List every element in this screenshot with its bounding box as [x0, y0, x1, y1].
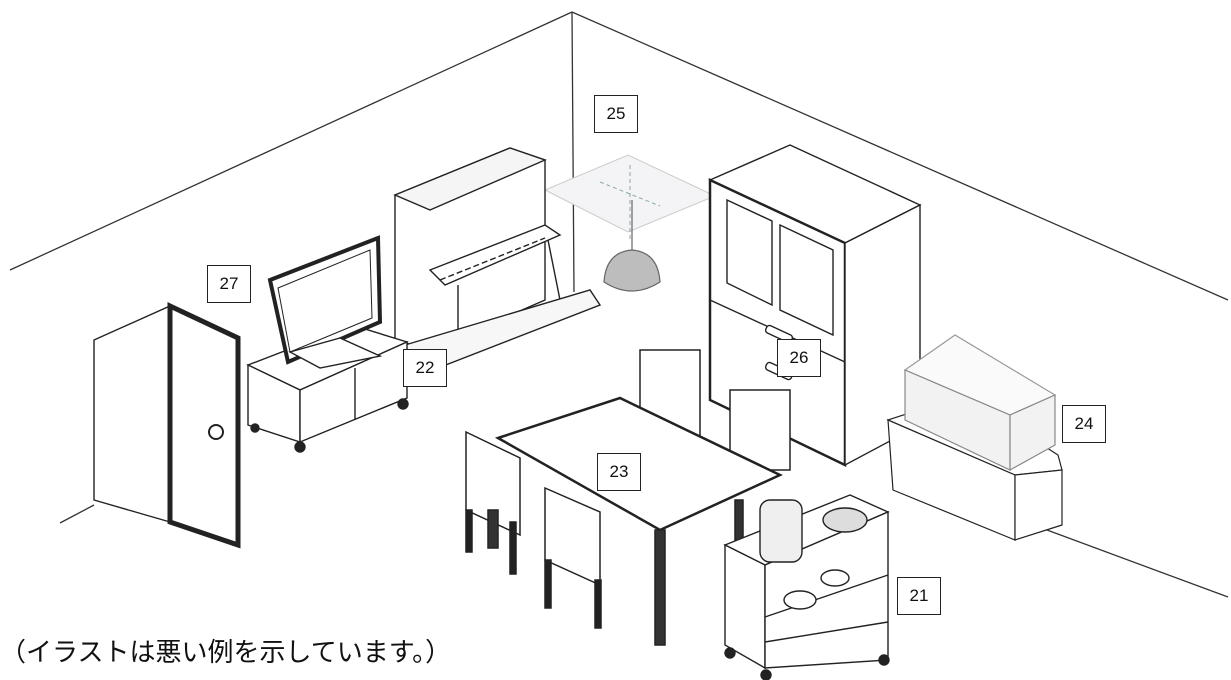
- label-23: 23: [597, 453, 641, 491]
- label-27: 27: [207, 265, 251, 303]
- door: [93, 302, 241, 549]
- label-22: 22: [403, 349, 447, 387]
- caption: （イラストは悪い例を示しています。）: [0, 638, 452, 668]
- aquarium: [886, 334, 1063, 541]
- label-25: 25: [594, 95, 638, 133]
- room-walls: [9, 11, 1229, 598]
- label-21: 21: [897, 577, 941, 615]
- label-24: 24: [1062, 405, 1106, 443]
- ceiling-light: [543, 154, 717, 292]
- kitchen-cart: [723, 494, 890, 680]
- cabinet: [708, 144, 922, 467]
- label-26: 26: [777, 339, 821, 377]
- tv-stand: [246, 235, 409, 453]
